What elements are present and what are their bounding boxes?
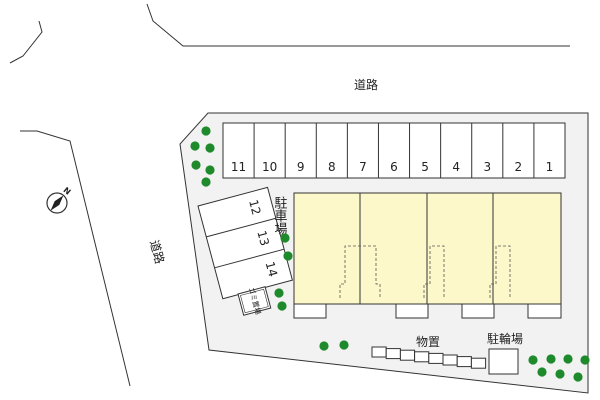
tree-icon [201,126,211,136]
tree-icon [580,355,590,365]
tree-icon [573,372,583,382]
storage-unit [399,349,416,361]
tree-icon [205,143,215,153]
tree-icon [546,354,556,364]
storage-unit [428,352,444,364]
storage-unit [456,356,472,368]
parking-label: 駐車場 [272,196,288,235]
storage-unit [385,348,401,360]
storage-unit [442,354,458,366]
parking-angled: 12 13 14 [197,186,294,300]
storage-label: 物置 [416,335,440,349]
storage-units [371,346,487,369]
parking-space-9: 9 [297,160,305,174]
north-arrow-icon: N [46,186,73,214]
tree-icon [528,355,538,365]
garbage-area: ゴミ置場 [237,286,272,316]
north-letter: N [62,186,73,197]
tree-icon [319,341,329,351]
tree-icon [274,288,284,298]
parking-space-12: 12 [246,198,263,216]
parking-row-top: 11 10 9 8 7 6 5 4 3 2 1 [222,122,566,179]
tree-icon [201,177,211,187]
parking-space-5: 5 [421,160,429,174]
tree-icon [190,141,200,151]
tree-icon [283,251,293,261]
bicycle-parking [488,348,519,375]
road-label-north: 道路 [354,77,378,92]
road-edge-west [20,130,131,387]
storage-unit [414,351,430,363]
tree-icon [277,301,287,311]
parking-row-frame [222,122,566,179]
parking-space-14: 14 [263,260,280,278]
tree-icon [280,233,290,243]
parking-space-6: 6 [390,160,398,174]
road-edge-north [146,3,570,47]
storage-unit [371,346,387,358]
parking-space-13: 13 [254,229,271,247]
parking-space-8: 8 [328,160,336,174]
tree-icon [563,354,573,364]
parking-space-3: 3 [483,160,491,174]
tree-icon [339,340,349,350]
parking-space-7: 7 [359,160,367,174]
trees [190,126,590,382]
tree-icon [205,165,215,175]
parking-space-4: 4 [452,160,460,174]
parking-space-10: 10 [262,160,277,174]
tree-icon [191,160,201,170]
parking-space-1: 1 [546,160,554,174]
parking-space-2: 2 [515,160,523,174]
bicycle-parking-label: 駐輪場 [487,331,523,346]
road-edge-northwest [9,20,43,64]
road-label-west: 道路 [147,238,168,265]
parking-space-11: 11 [231,160,246,174]
storage-unit [470,357,487,369]
building [293,192,562,319]
tree-icon [537,367,547,377]
tree-icon [555,369,565,379]
